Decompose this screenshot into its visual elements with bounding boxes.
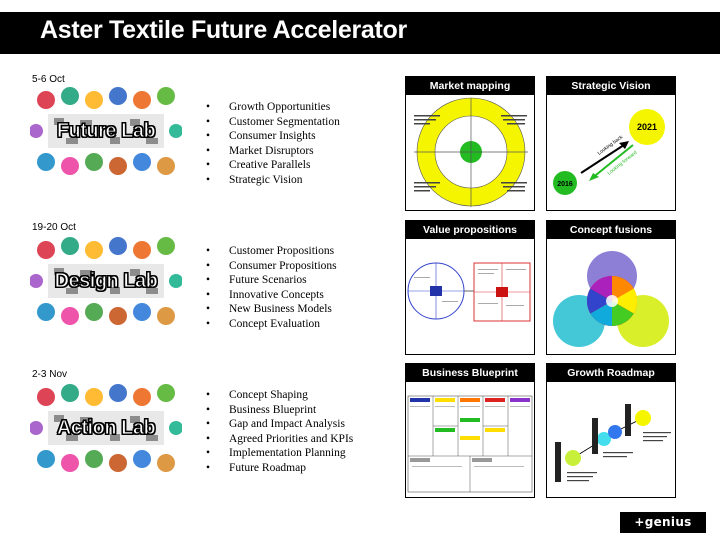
- bullet-item: Concept Evaluation: [206, 317, 337, 332]
- bullet-item: Growth Opportunities: [206, 100, 340, 115]
- panel-title: Value propositions: [406, 221, 534, 239]
- bullet-item: Customer Propositions: [206, 244, 337, 259]
- team-table-illustration: [30, 383, 182, 473]
- genius-logo: +genius: [620, 512, 706, 533]
- people-icons: [30, 237, 182, 325]
- bullet-item: Creative Parallels: [206, 158, 340, 173]
- lab-date: 2-3 Nov: [32, 369, 68, 380]
- bullet-item: Innovative Concepts: [206, 288, 337, 303]
- bullet-item: Business Blueprint: [206, 403, 353, 418]
- growth-roadmap-panel: Growth Roadmap: [546, 363, 676, 498]
- panel-title: Market mapping: [406, 77, 534, 95]
- title-bar: Aster Textile Future Accelerator: [0, 12, 720, 54]
- bullet-item: Market Disruptors: [206, 144, 340, 159]
- lab-date: 19-20 Oct: [32, 222, 76, 233]
- lab-image: Future Lab: [30, 86, 182, 176]
- people-icons: [30, 87, 182, 175]
- lab-date: 5-6 Oct: [32, 74, 65, 85]
- vision-diagram: 2021 2016 Looking back Looking forward: [553, 109, 665, 195]
- roadmap-diagram: [555, 404, 671, 482]
- arrow-icon: [589, 173, 599, 181]
- lab-bullets: Concept Shaping Business Blueprint Gap a…: [206, 388, 353, 476]
- strategic-vision-panel: Strategic Vision 2021 2016 Looking back …: [546, 76, 676, 211]
- bullet-item: Agreed Priorities and KPIs: [206, 432, 353, 447]
- year-start: 2016: [557, 181, 573, 188]
- bullet-item: Future Roadmap: [206, 461, 353, 476]
- bullet-item: Strategic Vision: [206, 173, 340, 188]
- lab-label: Action Lab: [56, 417, 156, 440]
- value-propositions-panel: Value propositions: [405, 220, 535, 355]
- market-map-diagram: [414, 97, 528, 207]
- panel-title: Business Blueprint: [406, 364, 534, 382]
- bullet-item: Consumer Propositions: [206, 259, 337, 274]
- year-end: 2021: [637, 122, 657, 132]
- bullet-item: New Business Models: [206, 302, 337, 317]
- lab-image: Design Lab: [30, 236, 182, 326]
- venn-diagram: [553, 251, 669, 347]
- lab-image: Action Lab: [30, 383, 182, 473]
- bullet-item: Customer Segmentation: [206, 115, 340, 130]
- concept-fusions-panel: Concept fusions: [546, 220, 676, 355]
- arrow-icon: [619, 141, 629, 149]
- lab-label: Future Lab: [56, 120, 156, 143]
- people-icons: [30, 384, 182, 472]
- team-table-illustration: [30, 86, 182, 176]
- value-prop-canvas: [407, 262, 531, 322]
- bullet-item: Future Scenarios: [206, 273, 337, 288]
- lab-bullets: Growth Opportunities Customer Segmentati…: [206, 100, 340, 188]
- team-table-illustration: [30, 236, 182, 326]
- panel-title: Growth Roadmap: [547, 364, 675, 382]
- business-model-canvas: [407, 395, 533, 493]
- lab-label: Design Lab: [54, 270, 158, 293]
- bullet-item: Gap and Impact Analysis: [206, 417, 353, 432]
- bullet-item: Consumer Insights: [206, 129, 340, 144]
- market-mapping-panel: Market mapping: [405, 76, 535, 211]
- lab-bullets: Customer Propositions Consumer Propositi…: [206, 244, 337, 332]
- business-blueprint-panel: Business Blueprint: [405, 363, 535, 498]
- panel-title: Concept fusions: [547, 221, 675, 239]
- bullet-item: Concept Shaping: [206, 388, 353, 403]
- page-title: Aster Textile Future Accelerator: [40, 16, 407, 44]
- panel-title: Strategic Vision: [547, 77, 675, 95]
- bullet-item: Implementation Planning: [206, 446, 353, 461]
